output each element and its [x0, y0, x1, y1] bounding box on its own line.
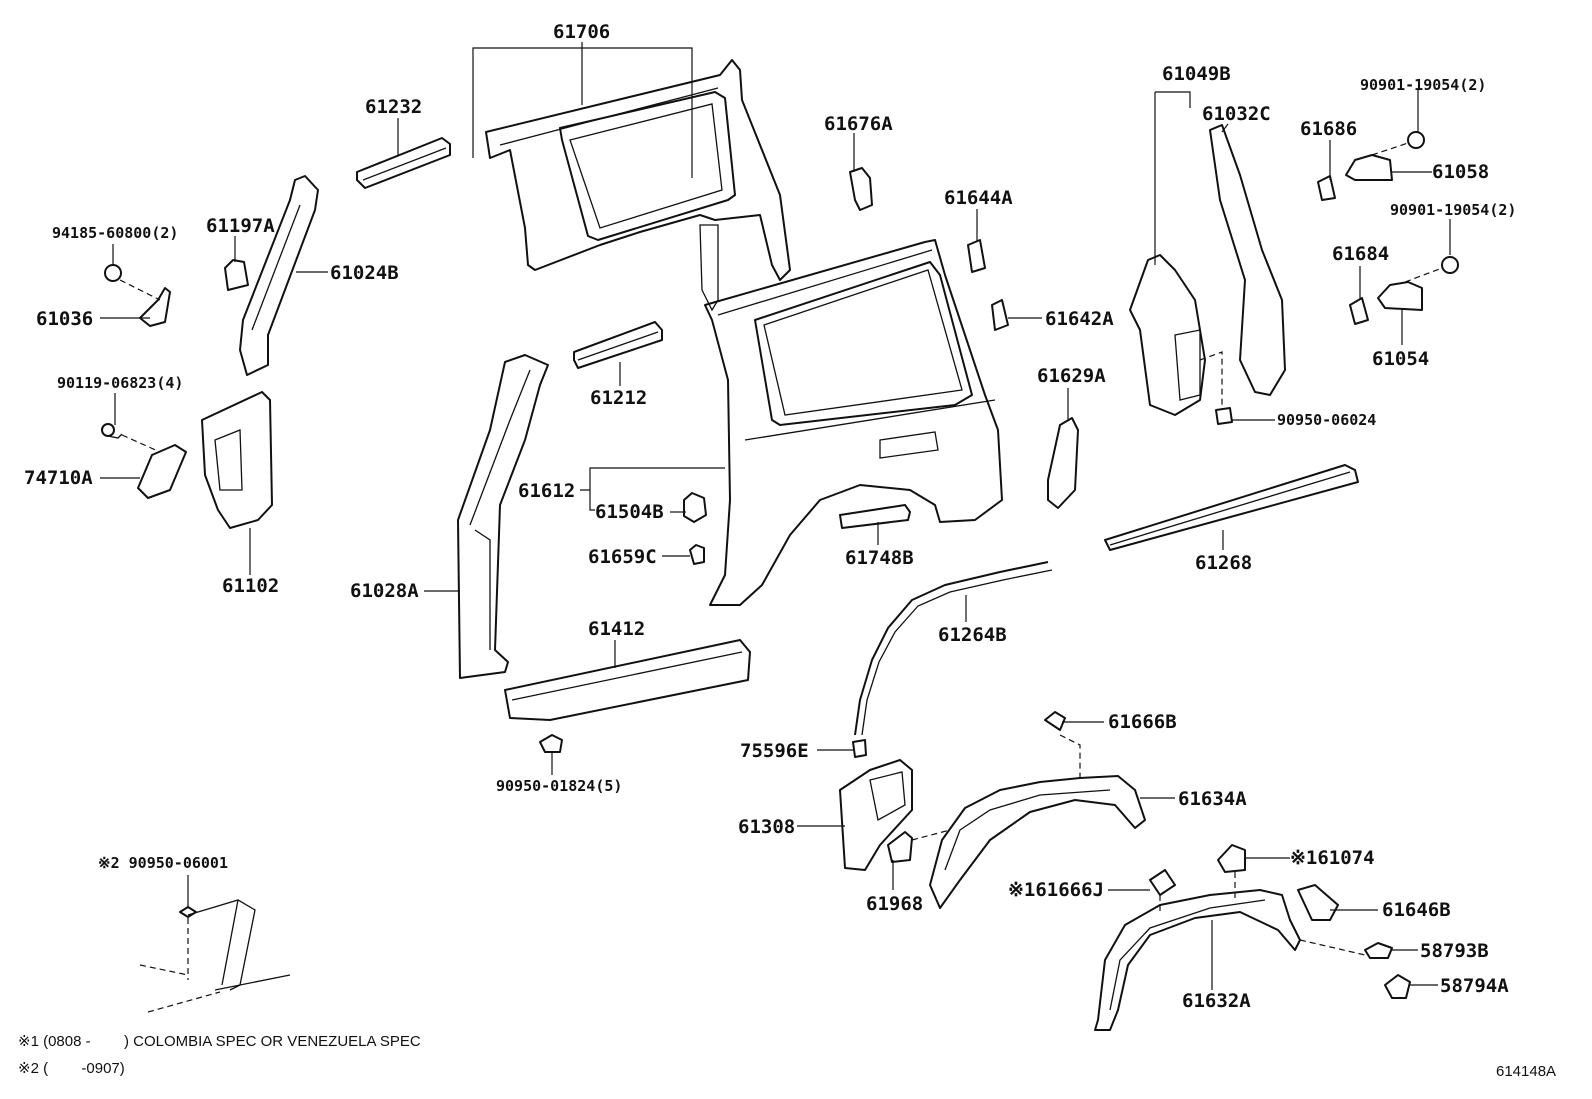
label-94185-60800: 94185-60800(2) [52, 224, 178, 242]
label-61212: 61212 [590, 387, 647, 409]
footnote-1: ※1 (0808 - ) COLOMBIA SPEC OR VENEZUELA … [18, 1033, 421, 1050]
label-61232: 61232 [365, 96, 422, 118]
part-61632A-wheel-arch [1094, 844, 1301, 1031]
label-61032C: 61032C [1202, 103, 1271, 125]
part-61268-strip [1104, 464, 1359, 551]
part-58793B [1364, 942, 1393, 959]
label-61646B: 61646B [1382, 899, 1451, 921]
label-90901-19054-a: 90901-19054(2) [1360, 76, 1486, 94]
label-61686: 61686 [1300, 118, 1357, 140]
part-61102-panel [201, 391, 273, 529]
label-61644A: 61644A [944, 187, 1013, 209]
part-61659C [689, 544, 705, 565]
label-61054: 61054 [1372, 348, 1429, 370]
label-61676A: 61676A [824, 113, 893, 135]
label-61968: 61968 [866, 893, 923, 915]
part-61264B-arch-strip [854, 561, 1053, 736]
label-61632A: 61632A [1182, 990, 1251, 1012]
dash-58793B [1299, 939, 1366, 956]
part-58794A [1384, 974, 1411, 999]
part-61706-upper-panel [485, 59, 791, 312]
label-61268: 61268 [1195, 552, 1252, 574]
part-75596E [852, 739, 867, 758]
dash-61968 [911, 829, 951, 841]
label-61412: 61412 [588, 618, 645, 640]
label-61684: 61684 [1332, 243, 1389, 265]
part-61968 [887, 831, 913, 863]
label-61629A: 61629A [1037, 365, 1106, 387]
label-61666J: ※161666J [1008, 879, 1104, 901]
part-61212-strip [573, 321, 663, 369]
label-90950-06001: ※2 90950-06001 [98, 854, 228, 872]
label-58794A: 58794A [1440, 975, 1509, 997]
label-90950-06024: 90950-06024 [1277, 411, 1376, 429]
labels: 61706 61232 61676A 61049B 61032C 90901-1… [18, 21, 1556, 1080]
label-61706: 61706 [553, 21, 610, 43]
label-61028A: 61028A [350, 580, 419, 602]
part-61232-rail [356, 137, 451, 189]
part-61644A [967, 239, 986, 273]
label-61058: 61058 [1432, 161, 1489, 183]
inset-detail [139, 899, 291, 1013]
label-61074: ※161074 [1290, 847, 1375, 869]
label-61634A: 61634A [1178, 788, 1247, 810]
label-61024B: 61024B [330, 262, 399, 284]
label-61308: 61308 [738, 816, 795, 838]
label-61049B: 61049B [1162, 63, 1231, 85]
label-75596E: 75596E [740, 740, 809, 762]
label-90950-01824: 90950-01824(5) [496, 777, 622, 795]
footnote-2: ※2 ( -0907) [18, 1060, 125, 1077]
part-61058-handle [1317, 131, 1425, 201]
part-61612-quarter-panel [704, 239, 1003, 606]
label-61102: 61102 [222, 575, 279, 597]
part-61748B [839, 504, 911, 529]
part-61634A-wheel-house [929, 711, 1146, 909]
label-90119-06823: 90119-06823(4) [57, 374, 183, 392]
part-61054-handle [1349, 256, 1459, 325]
part-61024B-pillar [239, 175, 319, 376]
part-61642A [991, 299, 1009, 331]
part-61308 [839, 759, 913, 871]
label-61666B: 61666B [1108, 711, 1177, 733]
label-61036: 61036 [36, 308, 93, 330]
label-61642A: 61642A [1045, 308, 1114, 330]
label-58793B: 58793B [1420, 940, 1489, 962]
label-61659C: 61659C [588, 546, 657, 568]
label-90901-19054-b: 90901-19054(2) [1390, 201, 1516, 219]
diagram-code: 614148A [1496, 1063, 1556, 1080]
part-61036-bracket [104, 264, 171, 327]
part-61197A [224, 259, 249, 291]
label-61748B: 61748B [845, 547, 914, 569]
part-61629A [1047, 417, 1079, 509]
part-61676A [849, 167, 873, 211]
label-61264B: 61264B [938, 624, 1007, 646]
part-61412-sill [504, 639, 751, 753]
label-61197A: 61197A [206, 215, 275, 237]
part-61028A-pillar [457, 354, 549, 679]
label-74710A: 74710A [24, 467, 93, 489]
part-74710A [101, 423, 187, 499]
part-61049B-rear-pillar [1129, 124, 1286, 425]
part-61504B [683, 492, 707, 523]
leader-lines [100, 42, 1451, 990]
label-61504B: 61504B [595, 501, 664, 523]
part-61646B [1297, 884, 1339, 921]
label-61612: 61612 [518, 480, 575, 502]
